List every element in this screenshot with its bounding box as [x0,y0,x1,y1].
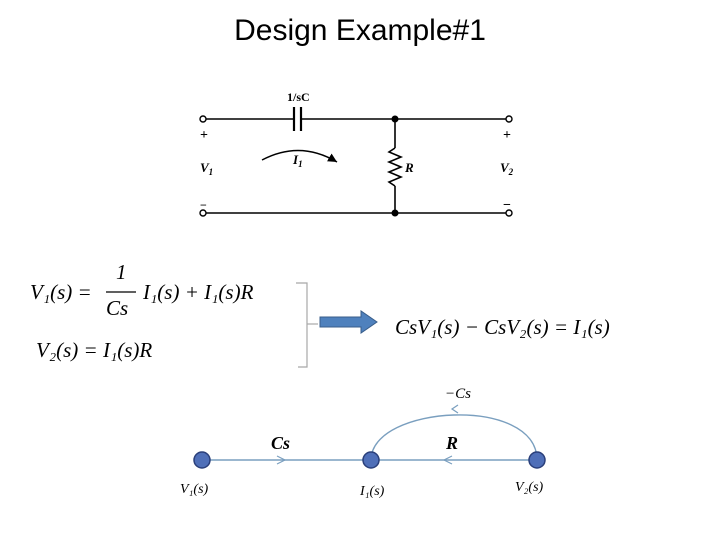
capacitor-symbol [292,107,303,131]
eq1-rhs: I₁(s) + I₁(s)R [142,280,254,304]
resistor-symbol [386,147,404,187]
v2-plus-sign: + [503,128,511,143]
terminal-v1-plus [199,115,207,123]
eq1-fraction-numerator: 1 [116,260,127,284]
eq1-fraction-denominator: Cs [106,296,128,320]
sfg-label-v1: V₁(s) [180,482,209,497]
result-equation: CsV₁(s) − CsV₂(s) = I₁(s) [395,315,610,339]
sfg-gain-cs: Cs [271,433,290,453]
capacitor-label: 1/sC [287,90,310,104]
sfg-gain-r: R [445,433,458,453]
terminal-v2-plus [505,115,513,123]
eq1-lhs: V₁(s) = [30,280,92,304]
sfg-label-i1: I₁(s) [359,484,385,499]
sfg-gain-neg-cs: −Cs [445,386,471,402]
v1-label: V1 [200,160,213,177]
terminal-v1-minus [199,209,207,217]
current-arrow [261,149,338,163]
v1-minus-sign: − [200,198,207,212]
equations: V₁(s) = 1 Cs I₁(s) + I₁(s)R V₂(s) = I₁(s… [30,260,610,368]
resistor-label: R [404,160,414,175]
current-label: I1 [292,152,303,169]
junction-bottom [391,209,399,217]
equation-bracket [296,282,308,368]
signal-flow-graph: Cs R −Cs V₁(s) I₁(s) V₂(s) [180,386,546,499]
terminal-v2-minus [505,209,513,217]
sfg-feedback-arc [370,414,538,461]
v2-minus-sign: − [503,198,511,213]
eq2: V₂(s) = I₁(s)R [36,338,152,362]
sfg-arrow-cs [276,455,287,465]
v1-plus-sign: + [200,128,208,143]
v2-label: V2 [500,160,514,177]
implies-arrow [319,310,378,334]
circuit-diagram: 1/sC I1 R V1 V2 + − + − [199,90,514,217]
slide-title: Design Example#1 [234,14,486,47]
sfg-arrow-feedback [450,404,459,414]
sfg-arrow-r [442,455,453,465]
sfg-label-v2: V₂(s) [515,480,544,495]
junction-top [391,115,399,123]
sfg-node-i1 [362,451,380,469]
sfg-node-v2 [528,451,546,469]
sfg-node-v1 [193,451,211,469]
